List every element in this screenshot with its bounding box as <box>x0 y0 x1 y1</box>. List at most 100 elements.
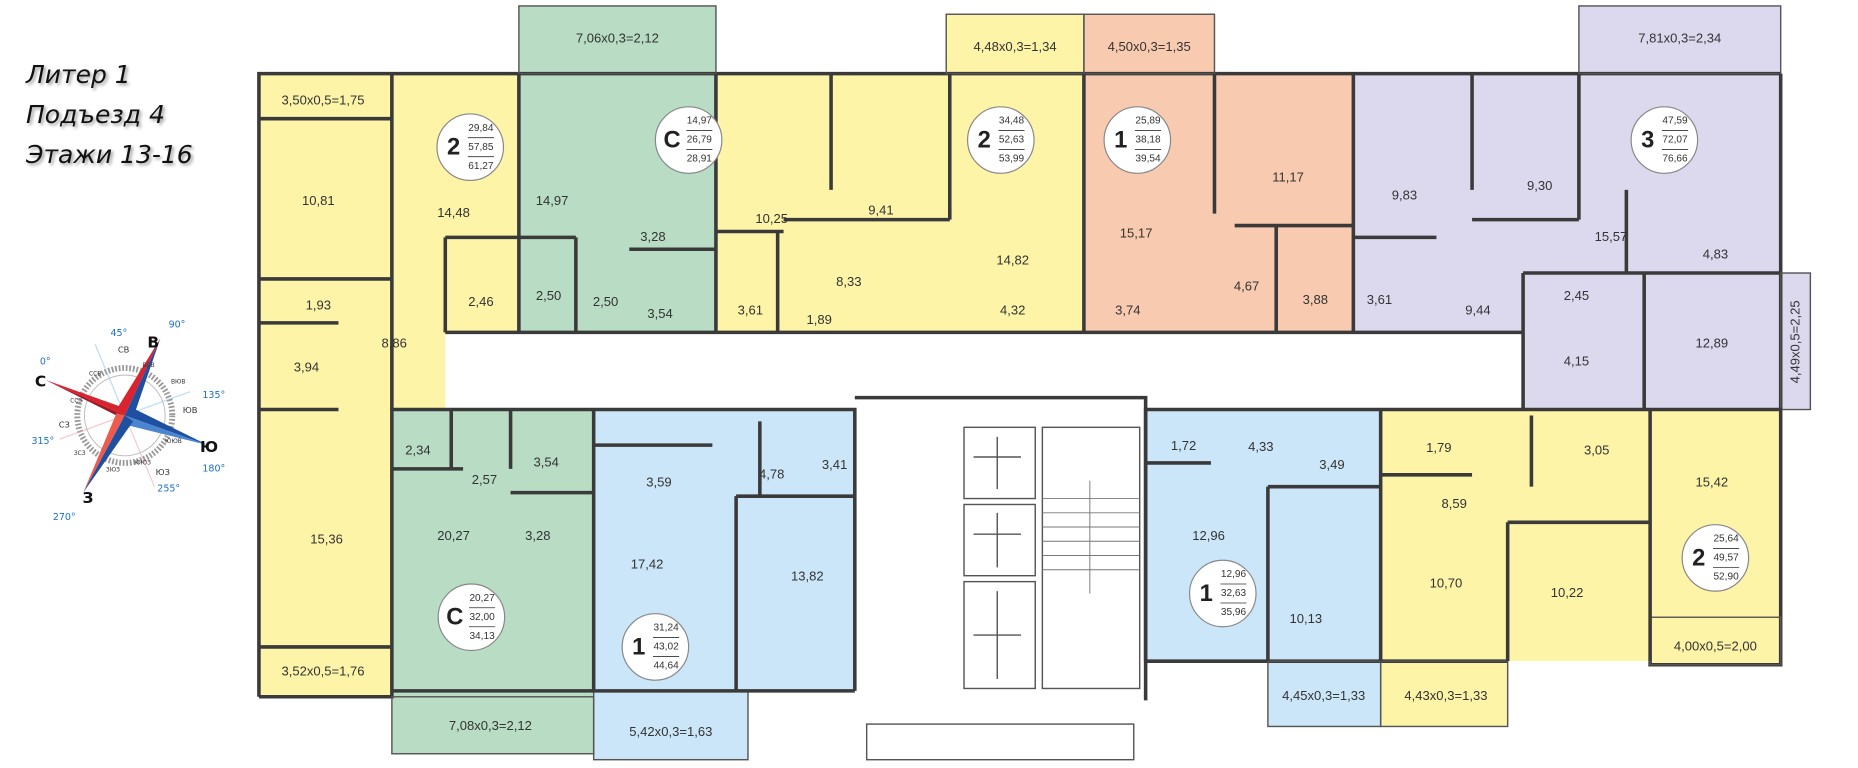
apartment-1room-bottom-left[interactable]: 3,59 4,78 3,41 17,42 13,82 5,42x0,3=1,63… <box>621 457 847 739</box>
room-area: 8,33 <box>836 274 861 289</box>
room-area: 4,67 <box>1234 279 1259 294</box>
stair-elevator-core <box>854 395 1148 761</box>
balcony-label: 5,42x0,3=1,63 <box>629 724 712 739</box>
apartment-badge: 1 25,89 38,18 39,54 <box>1103 106 1172 174</box>
room-area: 15,36 <box>310 532 343 547</box>
apartment-badge: 1 31,24 43,02 44,64 <box>621 613 690 681</box>
svg-text:29,84: 29,84 <box>468 123 494 134</box>
apartment-2room-top-left[interactable]: 3,50x0,5=1,75 10,81 14,48 1,93 2,46 8,86… <box>281 92 505 678</box>
compass-ne: СВ <box>118 345 130 355</box>
room-area: 2,57 <box>472 472 497 487</box>
svg-text:39,54: 39,54 <box>1135 154 1161 165</box>
svg-text:52,63: 52,63 <box>999 135 1025 146</box>
room-area: 20,27 <box>437 528 470 543</box>
apartment-fill <box>258 73 519 697</box>
apartment-fill <box>391 409 594 754</box>
svg-text:1: 1 <box>1114 128 1127 154</box>
svg-text:76,66: 76,66 <box>1662 154 1688 165</box>
svg-text:52,90: 52,90 <box>1713 572 1739 583</box>
compass-minor: ЮЮВ <box>165 438 182 445</box>
apartment-fill <box>1353 5 1811 410</box>
apartment-3room[interactable]: 7,81x0,3=2,34 9,83 9,30 15,57 4,83 3,61 … <box>1367 31 1803 384</box>
apartment-fill <box>715 14 1084 333</box>
svg-text:2: 2 <box>447 135 460 161</box>
compass-s-deg: 180° <box>202 463 225 474</box>
apartment-2room-bottom-right[interactable]: 1,79 3,05 8,59 15,42 10,70 10,22 4,00x0,… <box>1404 440 1757 703</box>
svg-text:25,64: 25,64 <box>1713 534 1739 545</box>
floors-label: Этажи 13-16 <box>26 140 193 169</box>
apartment-studio-bottom[interactable]: 2,34 2,57 3,54 20,27 3,28 7,08x0,3=2,12 … <box>405 443 559 733</box>
apartment-fill <box>1145 409 1381 727</box>
svg-text:49,57: 49,57 <box>1713 553 1739 564</box>
svg-text:26,79: 26,79 <box>687 135 713 146</box>
svg-text:53,99: 53,99 <box>999 154 1025 165</box>
apartment-badge: 2 29,84 57,85 61,27 <box>436 113 505 182</box>
room-area: 15,17 <box>1120 225 1153 240</box>
compass-minor: ЗЮЗ <box>106 467 120 474</box>
apartment-2room-top-middle[interactable]: 4,48x0,3=1,34 10,25 9,41 8,33 3,61 1,89 … <box>738 39 1057 327</box>
room-area: 9,41 <box>868 203 893 218</box>
room-area: 3,54 <box>533 454 558 469</box>
svg-text:35,96: 35,96 <box>1221 607 1247 618</box>
balcony-label: 4,45x0,3=1,33 <box>1282 688 1365 703</box>
room-area: 14,82 <box>996 253 1029 268</box>
room-area: 2,45 <box>1564 288 1589 303</box>
compass-n-deg: 0° <box>40 357 51 368</box>
svg-text:1: 1 <box>1200 581 1213 607</box>
balcony-label: 3,50x0,5=1,75 <box>281 92 364 107</box>
balcony-label: 4,50x0,3=1,35 <box>1108 39 1191 54</box>
svg-text:3: 3 <box>1641 128 1654 154</box>
compass-s: Ю <box>200 438 218 456</box>
compass-minor: ВЮВ <box>171 379 186 386</box>
compass-e: В <box>147 334 159 352</box>
apartment-badge: 3 47,59 72,07 76,66 <box>1630 106 1699 174</box>
apartment-fill <box>1380 409 1781 727</box>
balcony-label: 3,52x0,5=1,76 <box>281 663 364 678</box>
apartment-1room-bottom-right[interactable]: 1,72 4,33 3,49 12,96 10,13 4,45x0,3=1,33… <box>1171 438 1365 703</box>
svg-text:57,85: 57,85 <box>468 142 494 153</box>
apartment-1room-top[interactable]: 4,50x0,3=1,35 15,17 11,17 3,74 4,67 3,88… <box>1103 39 1328 318</box>
svg-text:С: С <box>446 605 463 631</box>
room-area: 2,50 <box>593 294 618 309</box>
balcony-label: 4,00x0,5=2,00 <box>1674 638 1757 653</box>
room-area: 3,61 <box>1367 292 1392 307</box>
room-area: 3,28 <box>525 528 550 543</box>
compass-w-deg: 270° <box>53 512 76 523</box>
compass-minor: ВСВ <box>142 362 154 369</box>
building-label: Литер 1 <box>26 60 131 89</box>
balcony-label: 7,06x0,3=2,12 <box>576 31 659 46</box>
room-area: 3,61 <box>738 302 763 317</box>
walls <box>257 5 1812 761</box>
room-area: 4,33 <box>1248 439 1273 454</box>
compass-nw: СЗ <box>59 419 70 429</box>
room-area: 8,59 <box>1442 496 1467 511</box>
apartment-badge: С 20,27 32,00 34,13 <box>437 583 506 652</box>
balcony-label: 7,08x0,3=2,12 <box>449 718 532 733</box>
room-area: 9,44 <box>1465 302 1490 317</box>
svg-text:1: 1 <box>632 634 645 660</box>
room-area: 10,81 <box>302 193 335 208</box>
svg-text:34,48: 34,48 <box>999 116 1025 127</box>
balcony-label: 4,49x0,5=2,25 <box>1788 300 1803 383</box>
room-area: 14,97 <box>536 193 569 208</box>
apartment-studio-top[interactable]: 7,06x0,3=2,12 14,97 3,28 2,50 2,50 3,54 … <box>536 31 723 321</box>
svg-text:43,02: 43,02 <box>653 642 679 653</box>
svg-text:20,27: 20,27 <box>469 593 495 604</box>
room-area: 3,59 <box>646 475 671 490</box>
compass-sw-deg: 255° <box>157 484 180 495</box>
room-area: 1,93 <box>306 298 331 313</box>
room-area: 4,32 <box>1000 302 1025 317</box>
entrance-label: Подъезд 4 <box>26 100 165 129</box>
compass-se-deg: 135° <box>202 390 225 401</box>
svg-text:31,24: 31,24 <box>653 623 679 634</box>
svg-text:38,18: 38,18 <box>1135 135 1161 146</box>
room-area: 10,25 <box>755 211 788 226</box>
room-area: 2,50 <box>536 288 561 303</box>
svg-text:2: 2 <box>978 128 991 154</box>
room-area: 17,42 <box>631 556 664 571</box>
svg-text:47,59: 47,59 <box>1662 116 1688 127</box>
svg-text:12,96: 12,96 <box>1221 569 1247 580</box>
apartment-badge: 1 12,96 32,63 35,96 <box>1188 559 1257 628</box>
room-area: 2,46 <box>468 294 493 309</box>
